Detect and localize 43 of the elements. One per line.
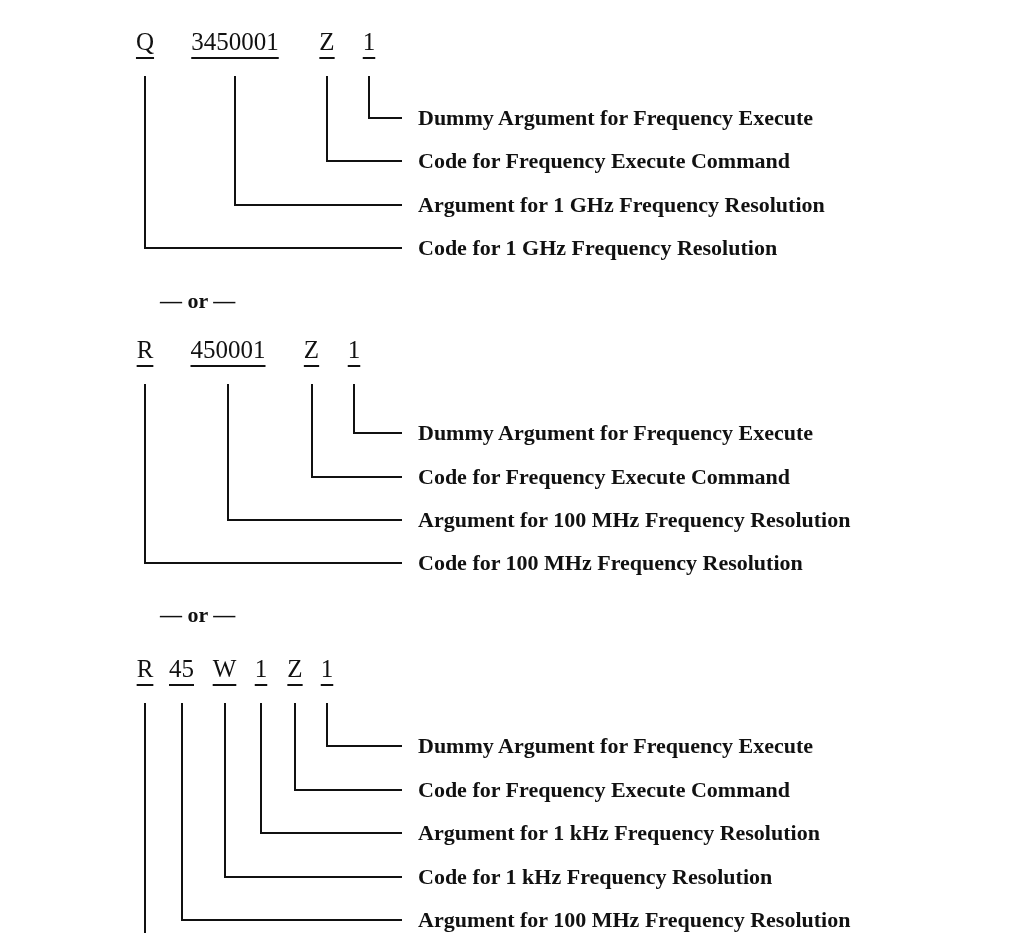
- leader-line: [353, 383, 403, 434]
- leader-line: [224, 702, 403, 878]
- leader-line: [144, 702, 146, 933]
- leader-line: [326, 75, 403, 162]
- code-description: Code for Frequency Execute Command: [418, 777, 790, 803]
- code-description: Dummy Argument for Frequency Execute: [418, 733, 814, 759]
- code-description: Code for Frequency Execute Command: [418, 464, 790, 490]
- command-code: 1: [358, 28, 380, 76]
- leader-line: [368, 75, 403, 119]
- command-code: R: [133, 336, 157, 384]
- leader-line: [234, 75, 403, 206]
- command-code: Z: [300, 336, 323, 384]
- separator-text: — or —: [160, 602, 236, 628]
- code-description: Argument for 100 MHz Frequency Resolution: [418, 907, 851, 933]
- code-description: Argument for 1 GHz Frequency Resolution: [418, 192, 825, 218]
- leader-line: [260, 702, 403, 834]
- command-code: 1: [342, 336, 366, 384]
- command-code: 45: [165, 655, 198, 703]
- command-code: Q: [133, 28, 157, 76]
- command-code: Z: [316, 28, 338, 76]
- code-description: Code for 100 MHz Frequency Resolution: [418, 550, 803, 576]
- code-description: Argument for 100 MHz Frequency Resolution: [418, 507, 851, 533]
- leader-line: [227, 383, 403, 521]
- command-code: 3450001: [180, 28, 290, 76]
- leader-line: [326, 702, 403, 747]
- leader-line: [294, 702, 403, 791]
- code-description: Code for 1 GHz Frequency Resolution: [418, 235, 778, 261]
- command-code: W: [212, 655, 237, 703]
- code-description: Argument for 1 kHz Frequency Resolution: [418, 820, 820, 846]
- code-description: Dummy Argument for Frequency Execute: [418, 420, 814, 446]
- command-code: 1: [318, 655, 336, 703]
- code-description: Code for 1 kHz Frequency Resolution: [418, 864, 773, 890]
- command-code: 450001: [180, 336, 276, 384]
- separator-text: — or —: [160, 288, 236, 314]
- code-description: Dummy Argument for Frequency Execute: [418, 105, 814, 131]
- leader-line: [311, 383, 403, 478]
- command-code: R: [134, 655, 156, 703]
- command-code: Z: [284, 655, 306, 703]
- code-description: Code for Frequency Execute Command: [418, 148, 790, 174]
- leader-line: [144, 75, 403, 249]
- leader-line: [144, 383, 403, 564]
- command-code: 1: [253, 655, 269, 703]
- leader-line: [181, 702, 403, 921]
